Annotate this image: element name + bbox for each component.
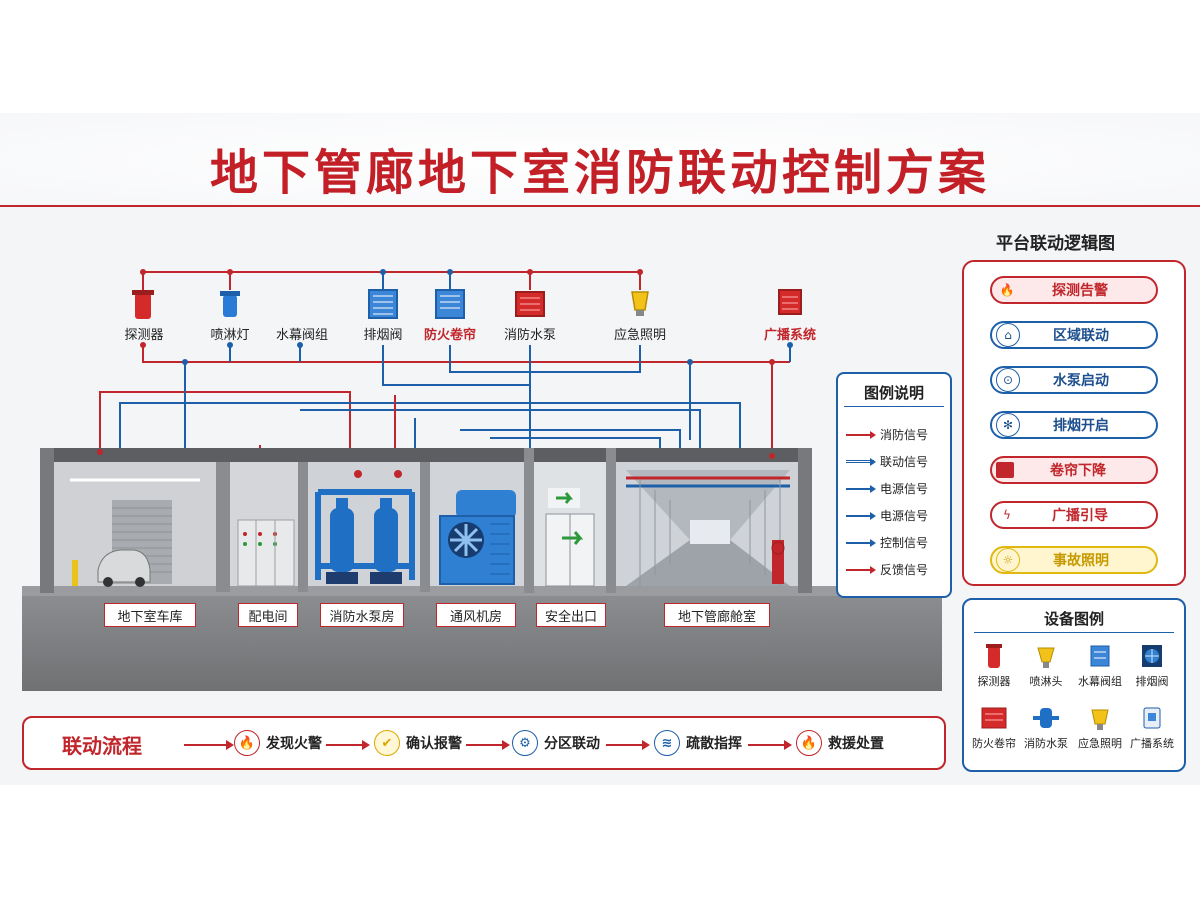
pump-icon: ⊙ — [996, 368, 1020, 392]
sprinkler-icon — [1037, 647, 1055, 668]
detector-icon — [986, 644, 1002, 668]
label-smoke-valve: 排烟阀 — [363, 328, 403, 343]
lightning-icon: ϟ — [1003, 508, 1011, 522]
flow-step: ≋疏散指挥 — [654, 730, 742, 756]
logic-step-shutter: 卷帘下降 — [990, 456, 1158, 484]
flow-step: 🔥发现火警 — [234, 730, 322, 756]
legend-item: 消防信号 — [846, 426, 928, 443]
room-tunnel: 地下管廊舱室 — [664, 603, 770, 627]
fan-icon — [1142, 645, 1162, 667]
legend-item: 电源信号 — [846, 507, 928, 524]
valve-icon — [1090, 645, 1110, 667]
label-emergency-light: 应急照明 — [613, 328, 666, 343]
logic-step-lighting: ☼事故照明 — [990, 546, 1158, 574]
room-safe-exit: 安全出口 — [536, 603, 606, 627]
flame-icon: 🔥 — [999, 283, 1015, 297]
room-garage: 地下室车库 — [104, 603, 196, 627]
legend-item: 反馈信号 — [846, 561, 928, 578]
flame-icon: 🔥 — [796, 730, 822, 756]
lamp-icon: ☼ — [996, 548, 1020, 572]
flow-title: 联动流程 — [62, 734, 142, 758]
logic-step-zone: ⌂区域联动 — [990, 321, 1158, 349]
device-fire-pump: 消防水泵 — [1018, 704, 1074, 751]
legend-item: 联动信号 — [846, 453, 928, 470]
label-broadcast: 广播系统 — [763, 328, 816, 343]
device-legend-title: 设备图例 — [1043, 610, 1104, 628]
shutter-icon — [996, 462, 1014, 478]
speaker-icon — [1143, 707, 1161, 729]
zone-icon: ⌂ — [996, 323, 1020, 347]
logic-step-pump: ⊙水泵启动 — [990, 366, 1158, 394]
flame-icon: 🔥 — [234, 730, 260, 756]
legend-item: 控制信号 — [846, 534, 928, 551]
room-ventilation: 通风机房 — [436, 603, 516, 627]
label-water-curtain: 水幕阀组 — [275, 328, 328, 343]
device-legend-panel: 设备图例 探测器 喷淋头 水幕阀组 排烟阀 防火卷帘 消防水泵 应急照明 广播系… — [962, 598, 1186, 772]
flow-step: ✔确认报警 — [374, 730, 462, 756]
flow-step: 🔥救援处置 — [796, 730, 884, 756]
logic-step-smoke: ✻排烟开启 — [990, 411, 1158, 439]
wiring-top — [99, 271, 791, 470]
device-detector: 探测器 — [966, 642, 1022, 689]
label-sprinkler: 喷淋灯 — [210, 328, 250, 343]
fan-icon: ✻ — [996, 413, 1020, 437]
legend-panel: 图例说明 消防信号 联动信号 电源信号 电源信号 控制信号 反馈信号 — [836, 372, 952, 598]
evacuation-icon: ≋ — [654, 730, 680, 756]
label-detector: 探测器 — [124, 328, 164, 343]
device-broadcast: 广播系统 — [1124, 704, 1180, 751]
building-section — [22, 448, 942, 691]
lamp-icon — [1091, 709, 1109, 730]
device-fire-shutter: 防火卷帘 — [966, 704, 1022, 751]
flow-panel: 联动流程 🔥发现火警 ✔确认报警 ⚙分区联动 ≋疏散指挥 🔥救援处置 — [22, 716, 946, 770]
label-fire-pump: 消防水泵 — [503, 328, 556, 343]
title-bar: 地下管廊地下室消防联动控制方案 — [0, 113, 1200, 207]
logic-title: 平台联动逻辑图 — [996, 234, 1115, 254]
pump-icon — [1033, 708, 1059, 728]
logic-step-detect: 🔥探测告警 — [990, 276, 1158, 304]
device-water-curtain: 水幕阀组 — [1072, 642, 1128, 689]
device-emergency-light: 应急照明 — [1072, 704, 1128, 751]
flow-step: ⚙分区联动 — [512, 730, 600, 756]
device-sprinkler: 喷淋头 — [1018, 642, 1074, 689]
device-icons-top — [132, 289, 802, 319]
legend-title: 图例说明 — [863, 384, 924, 402]
room-distribution: 配电间 — [238, 603, 298, 627]
device-smoke-valve: 排烟阀 — [1124, 642, 1180, 689]
shutter-icon — [981, 707, 1007, 729]
label-fire-shutter: 防火卷帘 — [423, 328, 476, 343]
page-title: 地下管廊地下室消防联动控制方案 — [209, 145, 990, 201]
room-pump: 消防水泵房 — [320, 603, 404, 627]
check-icon: ✔ — [374, 730, 400, 756]
zone-link-icon: ⚙ — [512, 730, 538, 756]
legend-item: 电源信号 — [846, 480, 928, 497]
